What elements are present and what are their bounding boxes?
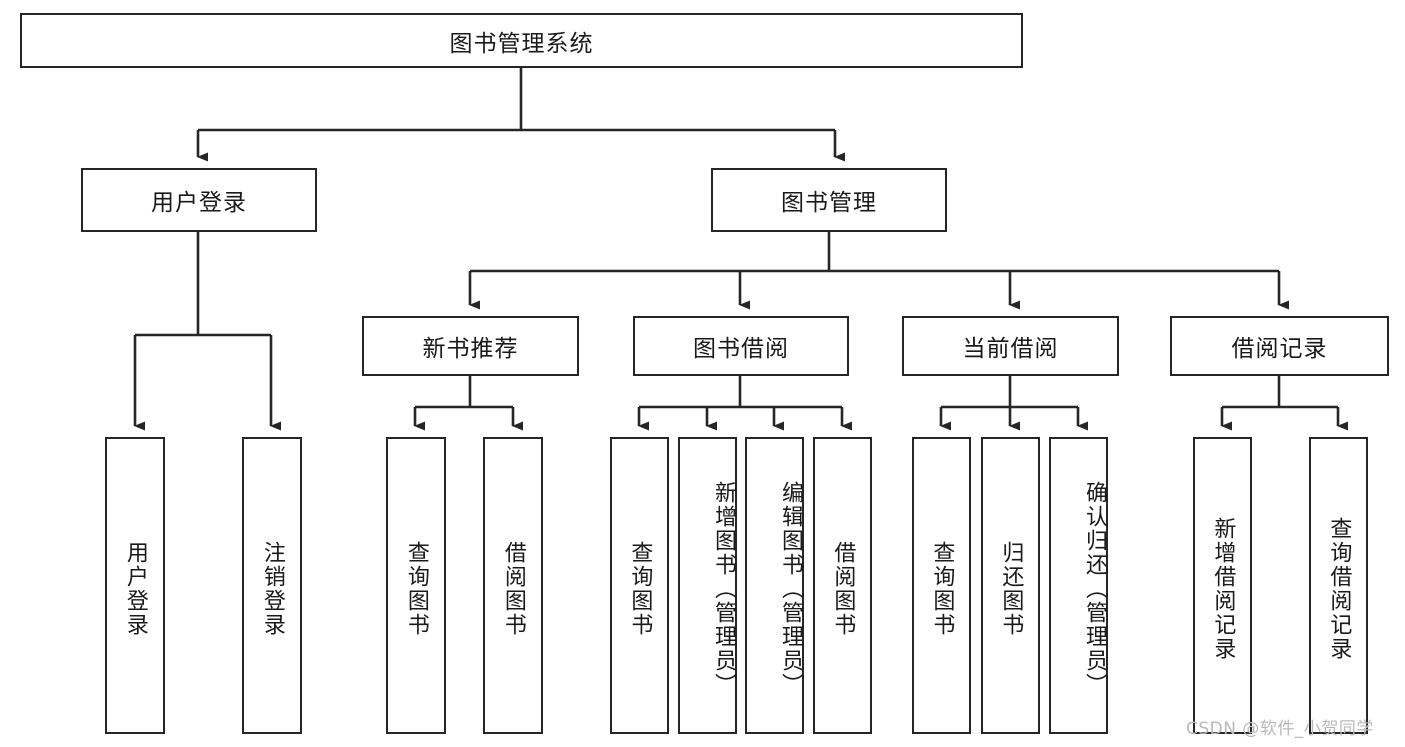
leaf-book-borrow-1[interactable]: 查询图书 bbox=[610, 437, 669, 734]
node-root[interactable]: 图书管理系统 bbox=[20, 13, 1023, 68]
leaf-book-borrow-3[interactable]: 编辑图书（管理员） bbox=[745, 437, 804, 734]
leaf-current-borrow-3-label: 确认归还（管理员） bbox=[1082, 480, 1107, 697]
node-book-management[interactable]: 图书管理 bbox=[711, 168, 947, 232]
leaf-user-login-1[interactable]: 用户登录 bbox=[105, 437, 165, 734]
node-borrow-record[interactable]: 借阅记录 bbox=[1170, 316, 1389, 376]
leaf-book-borrow-1-label: 查询图书 bbox=[627, 540, 653, 637]
leaf-book-borrow-2-label: 新增图书（管理员） bbox=[711, 480, 736, 697]
leaf-book-borrow-3-label: 编辑图书（管理员） bbox=[778, 480, 803, 697]
node-book-management-label: 图书管理 bbox=[781, 190, 877, 216]
leaf-new-book-1-label: 查询图书 bbox=[403, 540, 429, 637]
leaf-borrow-record-2[interactable]: 查询借阅记录 bbox=[1309, 437, 1368, 734]
leaf-borrow-record-1-label: 新增借阅记录 bbox=[1210, 516, 1236, 661]
node-new-book-recommend[interactable]: 新书推荐 bbox=[362, 316, 579, 376]
leaf-current-borrow-3[interactable]: 确认归还（管理员） bbox=[1049, 437, 1108, 734]
leaf-new-book-2[interactable]: 借阅图书 bbox=[483, 437, 543, 734]
node-borrow-record-label: 借阅记录 bbox=[1231, 336, 1328, 362]
leaf-borrow-record-2-label: 查询借阅记录 bbox=[1326, 516, 1352, 661]
leaf-current-borrow-2-label: 归还图书 bbox=[998, 540, 1024, 637]
node-current-borrow[interactable]: 当前借阅 bbox=[902, 316, 1119, 376]
node-new-book-recommend-label: 新书推荐 bbox=[422, 336, 519, 362]
leaf-new-book-1[interactable]: 查询图书 bbox=[386, 437, 446, 734]
leaf-user-login-2-label: 注销登录 bbox=[259, 540, 285, 637]
leaf-borrow-record-1[interactable]: 新增借阅记录 bbox=[1193, 437, 1252, 734]
leaf-current-borrow-2[interactable]: 归还图书 bbox=[981, 437, 1040, 734]
leaf-book-borrow-2[interactable]: 新增图书（管理员） bbox=[678, 437, 737, 734]
leaf-book-borrow-4[interactable]: 借阅图书 bbox=[813, 437, 872, 734]
leaf-user-login-2[interactable]: 注销登录 bbox=[242, 437, 302, 734]
node-book-borrow-label: 图书借阅 bbox=[693, 336, 789, 362]
leaf-book-borrow-4-label: 借阅图书 bbox=[830, 540, 856, 637]
leaf-new-book-2-label: 借阅图书 bbox=[500, 540, 526, 637]
leaf-current-borrow-1[interactable]: 查询图书 bbox=[912, 437, 971, 734]
leaf-current-borrow-1-label: 查询图书 bbox=[929, 540, 955, 637]
node-current-borrow-label: 当前借阅 bbox=[962, 336, 1059, 362]
node-user-login-label: 用户登录 bbox=[151, 190, 247, 216]
node-book-borrow[interactable]: 图书借阅 bbox=[633, 316, 849, 376]
leaf-user-login-1-label: 用户登录 bbox=[122, 540, 148, 637]
node-user-login[interactable]: 用户登录 bbox=[81, 168, 317, 232]
node-root-label: 图书管理系统 bbox=[449, 30, 594, 57]
